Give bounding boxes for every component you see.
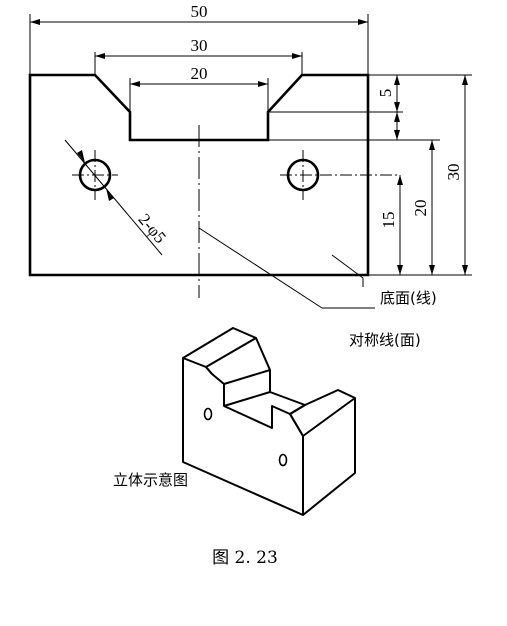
iso-right-hole bbox=[278, 453, 288, 467]
figure-caption: 图 2. 23 bbox=[212, 548, 278, 568]
callout-bottom-face: 底面(线) bbox=[380, 289, 437, 307]
iso-label: 立体示意图 bbox=[113, 471, 188, 489]
dim-overall-height: 30 bbox=[444, 164, 463, 181]
callout-symmetry-line: 对称线(面) bbox=[349, 331, 421, 349]
dim-slot-bottom-width: 20 bbox=[191, 64, 208, 83]
dim-overall-width: 50 bbox=[191, 2, 208, 21]
hole-center-lines bbox=[72, 150, 400, 200]
iso-right-face bbox=[302, 397, 356, 516]
iso-left-block-top bbox=[182, 327, 257, 368]
iso-right-block-top bbox=[289, 389, 356, 437]
dimension-lines bbox=[29, 14, 472, 309]
iso-left-hole bbox=[203, 407, 213, 421]
dim-hole-center-height: 15 bbox=[379, 212, 398, 229]
iso-slot-floor bbox=[223, 370, 306, 415]
iso-front-face bbox=[182, 357, 304, 516]
dim-slot-top-width: 30 bbox=[191, 36, 208, 55]
arrowheads bbox=[30, 19, 468, 275]
dim-slot-depth: 5 bbox=[376, 89, 395, 98]
dim-slot-floor-height: 20 bbox=[411, 200, 430, 217]
isometric-view bbox=[182, 327, 356, 516]
